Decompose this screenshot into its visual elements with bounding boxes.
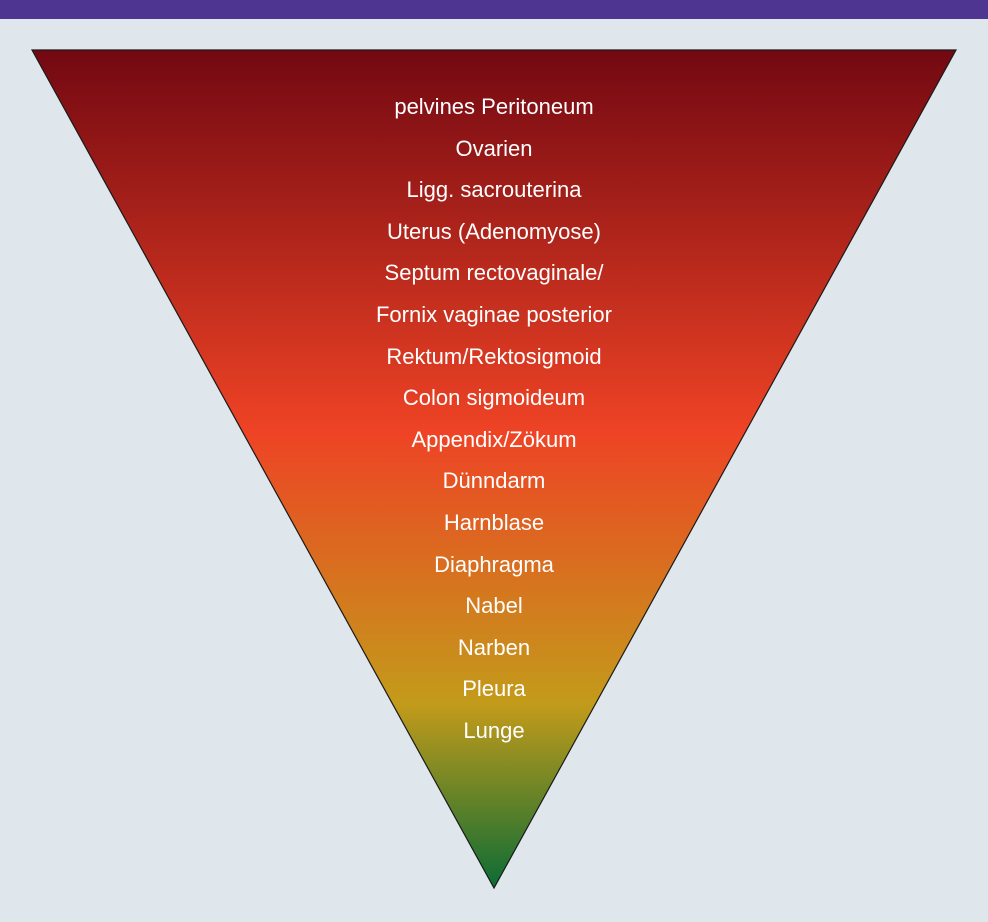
header-bar [0,0,988,19]
site-label: Ligg. sacrouterina [406,177,582,203]
site-label: Ovarien [455,135,533,161]
inverted-triangle [30,49,958,890]
site-label: Harnblase [443,509,545,535]
site-label: Fornix vaginae posterior [375,301,612,327]
site-label: Septum rectovaginale/ [384,260,604,286]
site-label: Uterus (Adenomyose) [387,218,601,244]
site-label: Diaphragma [434,551,554,577]
site-label: Rektum/Rektosigmoid [386,343,602,369]
site-label: Nabel [465,593,523,619]
site-label: pelvines Peritoneum [394,94,594,119]
site-label: Colon sigmoideum [402,385,586,411]
site-label: Pleura [462,676,526,702]
site-label: Narben [457,634,531,660]
site-label: Dünndarm [442,468,546,494]
site-label: Appendix/Zökum [411,426,577,452]
site-label: Lunge [463,717,525,743]
